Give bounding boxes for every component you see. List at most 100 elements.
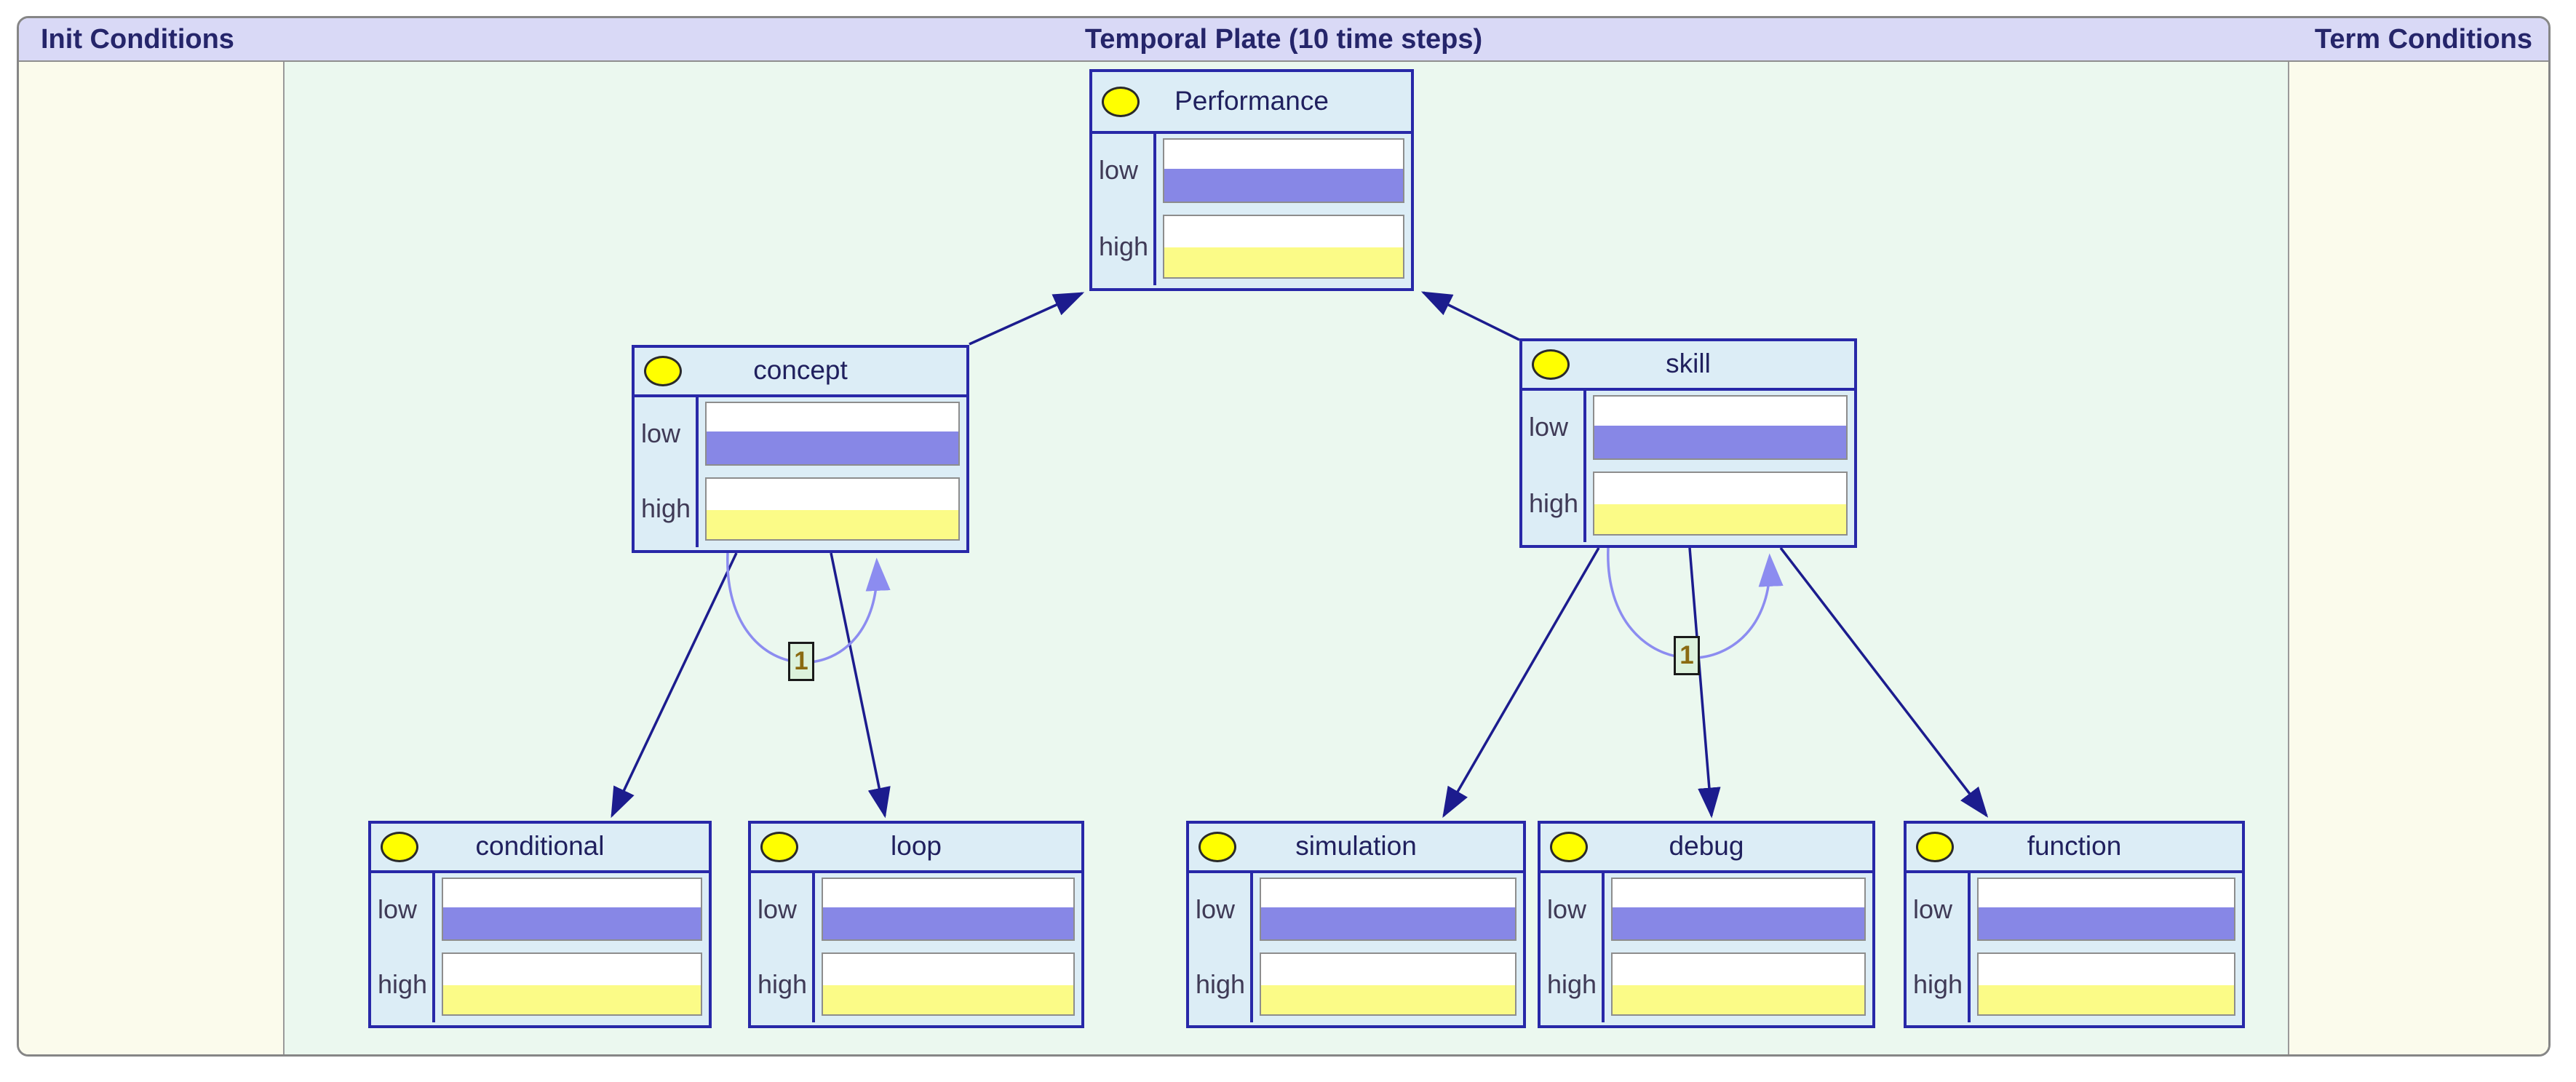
- init-conditions-label: Init Conditions: [41, 24, 234, 55]
- belief-bars: [1971, 873, 2242, 1022]
- edge-skill-function[interactable]: [1779, 546, 1989, 818]
- state-label-low: low: [378, 894, 418, 924]
- belief-bar-low[interactable]: [1611, 878, 1866, 941]
- belief-bars: [1605, 873, 1872, 1022]
- state-label-high: high: [1529, 488, 1579, 518]
- node-header: function: [1907, 824, 2242, 873]
- node-simulation[interactable]: simulation low high: [1186, 821, 1526, 1028]
- belief-bar-fill-low: [443, 907, 701, 939]
- belief-bar-low[interactable]: [1260, 878, 1516, 941]
- belief-bar-fill-low: [1613, 907, 1864, 939]
- belief-bar-low[interactable]: [1593, 395, 1848, 460]
- belief-bar-fill-low: [1261, 907, 1515, 939]
- belief-bar-high[interactable]: [442, 952, 702, 1016]
- edge-concept-loop[interactable]: [830, 552, 891, 819]
- state-label-low: low: [1099, 155, 1139, 186]
- node-title: Performance: [1174, 85, 1329, 116]
- plate-header: Init Conditions Temporal Plate (10 time …: [19, 18, 2548, 62]
- chance-node-icon: [1532, 349, 1570, 380]
- belief-bar-fill-low: [1979, 907, 2234, 939]
- init-conditions-panel[interactable]: [19, 62, 283, 1054]
- node-header: loop: [751, 824, 1081, 873]
- chance-node-icon: [1102, 86, 1140, 117]
- node-header: simulation: [1189, 824, 1523, 873]
- state-label-high: high: [1913, 968, 1963, 999]
- state-label-low: low: [758, 894, 798, 924]
- state-label-column: low high: [751, 873, 815, 1022]
- edge-skill-performance[interactable]: [1420, 291, 1520, 341]
- belief-bar-low[interactable]: [705, 402, 960, 466]
- belief-bars: [699, 397, 966, 547]
- node-title: loop: [891, 831, 942, 862]
- node-header: Performance: [1092, 72, 1411, 134]
- belief-bars: [435, 873, 709, 1022]
- state-label-high: high: [758, 968, 808, 999]
- node-loop[interactable]: loop low high: [748, 821, 1084, 1028]
- belief-bar-fill-low: [707, 431, 958, 464]
- chance-node-icon: [1916, 832, 1954, 862]
- chance-node-icon: [1198, 832, 1236, 862]
- belief-bar-fill-high: [1164, 247, 1403, 277]
- belief-bar-fill-high: [443, 985, 701, 1014]
- term-conditions-label: Term Conditions: [2314, 24, 2532, 55]
- node-header: concept: [635, 348, 966, 397]
- node-title: function: [2027, 831, 2122, 862]
- belief-bar-high[interactable]: [1977, 952, 2235, 1016]
- edge-concept-conditional[interactable]: [611, 552, 738, 819]
- belief-bar-fill-high: [1594, 504, 1846, 534]
- node-header: debug: [1541, 824, 1872, 873]
- chance-node-icon: [1550, 832, 1588, 862]
- state-label-high: high: [1099, 231, 1149, 261]
- belief-bar-high[interactable]: [1163, 214, 1404, 279]
- belief-bar-low[interactable]: [822, 878, 1075, 941]
- belief-bars: [1253, 873, 1523, 1022]
- chance-node-icon: [760, 832, 798, 862]
- belief-bar-low[interactable]: [1977, 878, 2235, 941]
- state-label-high: high: [1196, 968, 1246, 999]
- belief-bar-fill-high: [823, 985, 1073, 1014]
- belief-bar-high[interactable]: [1260, 952, 1516, 1016]
- node-body: low high: [751, 873, 1081, 1022]
- belief-bar-high[interactable]: [1611, 952, 1866, 1016]
- belief-bar-fill-high: [1613, 985, 1864, 1014]
- node-performance[interactable]: Performance low high: [1089, 69, 1414, 291]
- state-label-low: low: [1547, 894, 1587, 924]
- belief-bar-fill-high: [1979, 985, 2234, 1014]
- belief-bar-high[interactable]: [822, 952, 1075, 1016]
- belief-bar-high[interactable]: [1593, 471, 1848, 536]
- edge-skill-debug[interactable]: [1688, 547, 1721, 819]
- chance-node-icon: [644, 356, 682, 386]
- edge-skill-simulation[interactable]: [1442, 547, 1600, 819]
- node-body: low high: [635, 397, 966, 547]
- belief-bar-low[interactable]: [442, 878, 702, 941]
- node-body: low high: [1522, 391, 1854, 542]
- term-conditions-panel[interactable]: [2289, 62, 2548, 1054]
- temporal-order-badge-skill[interactable]: 1: [1674, 636, 1700, 675]
- edge-concept-performance[interactable]: [969, 292, 1085, 346]
- belief-bar-fill-low: [823, 907, 1073, 939]
- node-concept[interactable]: concept low high: [632, 345, 969, 553]
- node-title: conditional: [475, 831, 605, 862]
- state-label-column: low high: [1522, 391, 1586, 542]
- state-label-low: low: [641, 418, 681, 448]
- state-label-column: low high: [635, 397, 699, 547]
- state-label-low: low: [1529, 412, 1569, 442]
- belief-bar-fill-low: [1164, 168, 1403, 202]
- node-body: low high: [1189, 873, 1523, 1022]
- belief-bar-fill-high: [707, 509, 958, 539]
- belief-bar-low[interactable]: [1163, 138, 1404, 203]
- belief-bar-fill-low: [1594, 425, 1846, 458]
- node-header: conditional: [371, 824, 709, 873]
- temporal-order-badge-concept[interactable]: 1: [788, 642, 814, 681]
- belief-bar-high[interactable]: [705, 477, 960, 541]
- state-label-low: low: [1196, 894, 1236, 924]
- state-label-high: high: [641, 493, 691, 524]
